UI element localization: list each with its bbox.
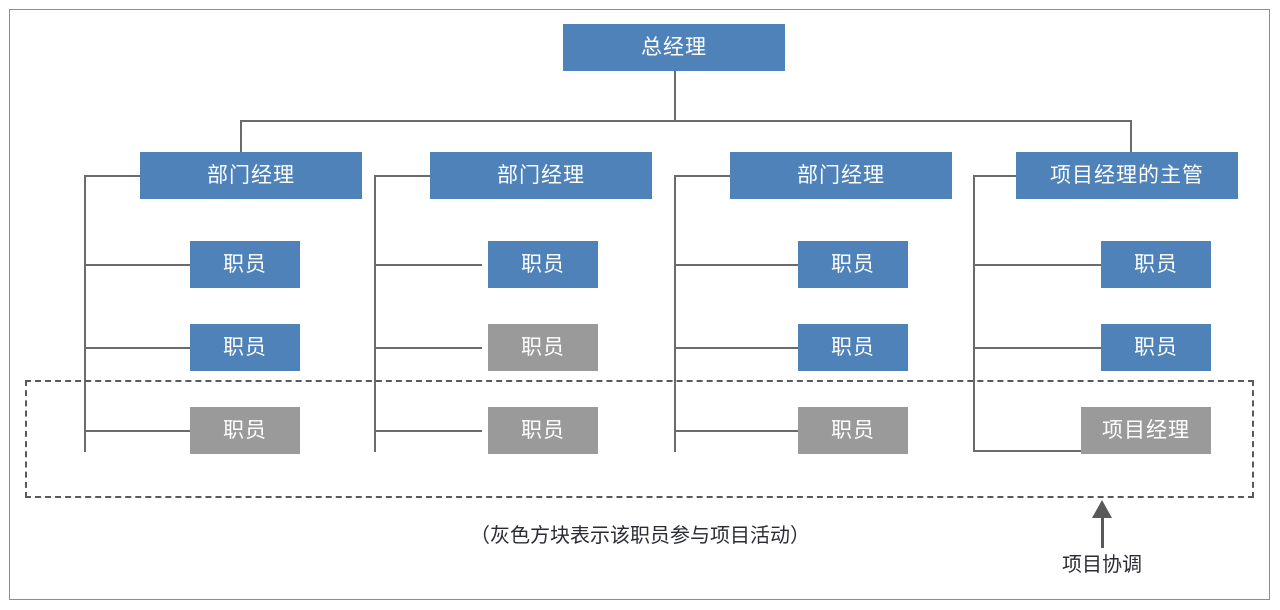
project-activity-region bbox=[25, 380, 1254, 498]
node-staff-c4-r2[interactable]: 职员 bbox=[1101, 324, 1211, 371]
node-department-manager-2[interactable]: 部门经理 bbox=[430, 152, 652, 199]
connector-stub-col3-head bbox=[674, 175, 732, 177]
connector-stub-col3-r3 bbox=[674, 430, 802, 432]
node-staff-c2-r1[interactable]: 职员 bbox=[488, 241, 598, 288]
project-coordination-label: 项目协调 bbox=[1062, 554, 1142, 576]
node-staff-c2-r2[interactable]: 职员 bbox=[488, 324, 598, 371]
connector-stub-col2-r2 bbox=[374, 347, 482, 349]
connector-drop-col1 bbox=[240, 120, 242, 176]
legend-caption: （灰色方块表示该职员参与项目活动） bbox=[470, 525, 810, 547]
connector-stub-col2-head bbox=[374, 175, 432, 177]
node-department-manager-3[interactable]: 部门经理 bbox=[730, 152, 952, 199]
connector-stub-col4-r1 bbox=[973, 264, 1105, 266]
diagram-frame bbox=[9, 9, 1270, 600]
node-department-manager-1[interactable]: 部门经理 bbox=[140, 152, 362, 199]
connector-root-stem bbox=[674, 71, 676, 121]
node-staff-c4-r1[interactable]: 职员 bbox=[1101, 241, 1211, 288]
connector-stub-col4-head bbox=[973, 175, 1018, 177]
connector-stub-col4-r2 bbox=[973, 347, 1105, 349]
node-project-manager-supervisor[interactable]: 项目经理的主管 bbox=[1016, 152, 1238, 199]
connector-spine-col4 bbox=[973, 175, 975, 452]
connector-drop-col4 bbox=[1130, 120, 1132, 176]
up-arrow-icon bbox=[1092, 500, 1112, 518]
node-staff-c1-r2[interactable]: 职员 bbox=[190, 324, 300, 371]
node-staff-c2-r3[interactable]: 职员 bbox=[488, 407, 598, 454]
connector-stub-col1-r3 bbox=[84, 430, 192, 432]
connector-stub-col1-head bbox=[84, 175, 142, 177]
node-staff-c1-r3[interactable]: 职员 bbox=[190, 407, 300, 454]
connector-spine-col2 bbox=[374, 175, 376, 452]
node-staff-c1-r1[interactable]: 职员 bbox=[190, 241, 300, 288]
node-project-manager[interactable]: 项目经理 bbox=[1081, 407, 1211, 454]
connector-stub-col4-r3 bbox=[973, 450, 1085, 452]
connector-stub-col2-r3 bbox=[374, 430, 482, 432]
node-staff-c3-r2[interactable]: 职员 bbox=[798, 324, 908, 371]
connector-spine-col3 bbox=[674, 175, 676, 452]
connector-stub-col1-r1 bbox=[84, 264, 192, 266]
node-general-manager[interactable]: 总经理 bbox=[563, 24, 785, 71]
connector-spine-col1 bbox=[84, 175, 86, 452]
node-staff-c3-r3[interactable]: 职员 bbox=[798, 407, 908, 454]
up-arrow-icon-shaft bbox=[1101, 512, 1104, 548]
node-staff-c3-r1[interactable]: 职员 bbox=[798, 241, 908, 288]
connector-top-bus bbox=[240, 120, 1132, 122]
connector-stub-col2-r1 bbox=[374, 264, 482, 266]
connector-stub-col3-r2 bbox=[674, 347, 802, 349]
connector-stub-col1-r2 bbox=[84, 347, 192, 349]
connector-stub-col3-r1 bbox=[674, 264, 802, 266]
